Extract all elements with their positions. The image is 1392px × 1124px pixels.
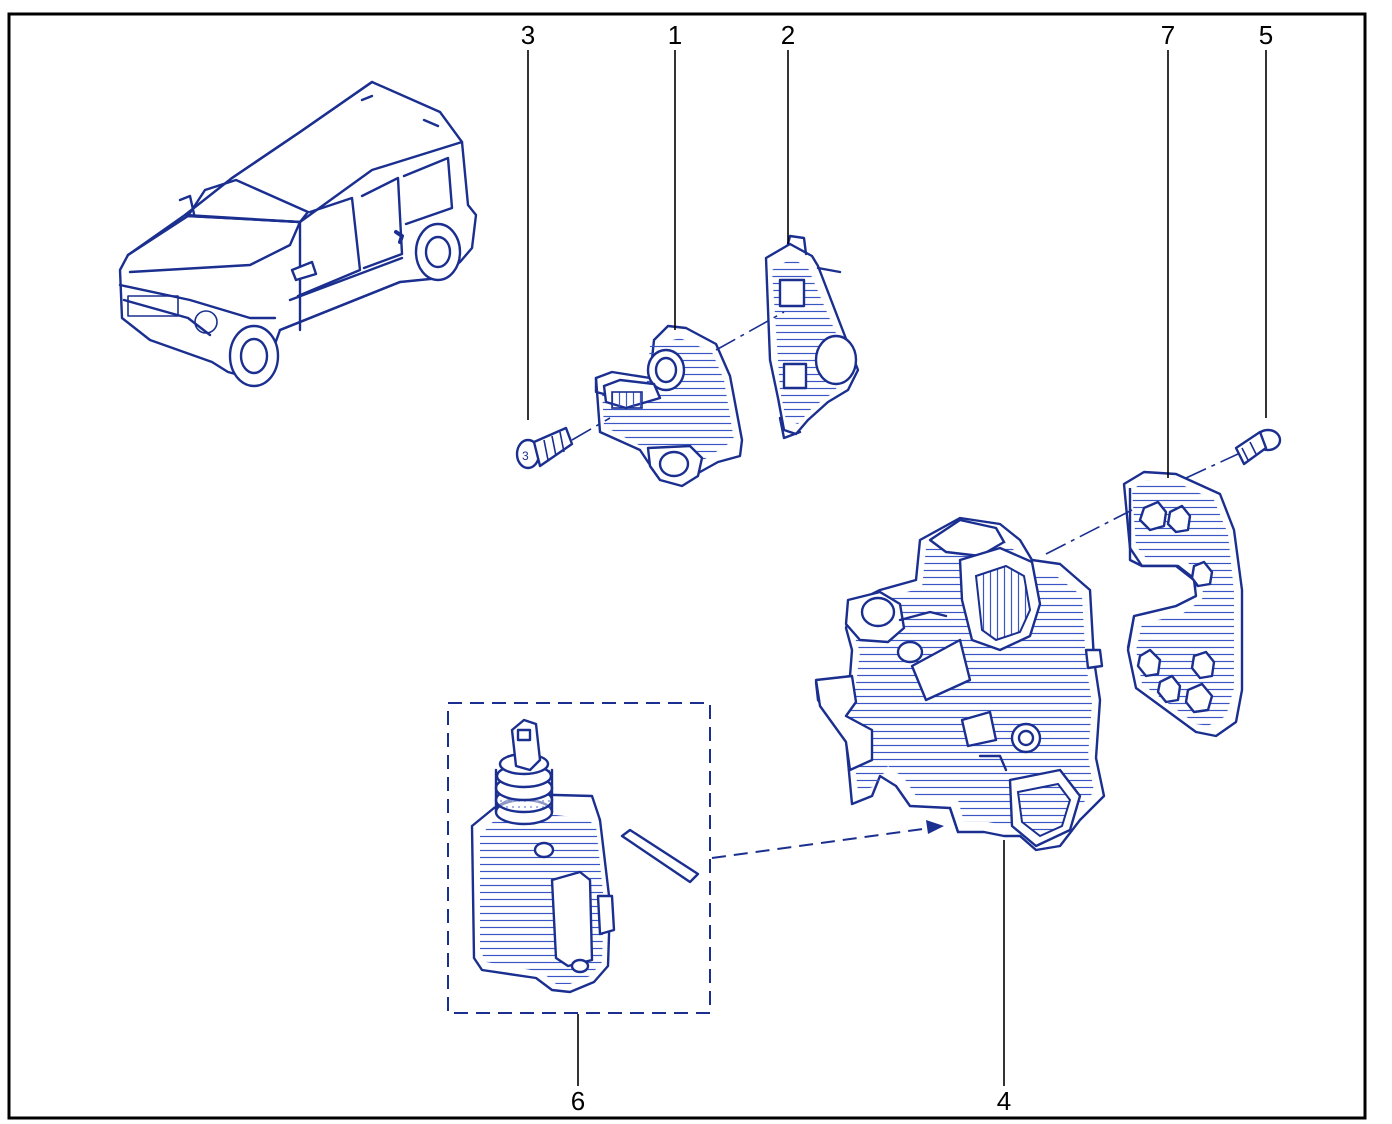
part-6-actuator — [447, 702, 711, 1014]
part-1-lock-housing — [594, 324, 744, 488]
part-2-mounting-plate — [764, 234, 860, 440]
callout-4: 4 — [997, 1086, 1011, 1116]
callout-5: 5 — [1259, 20, 1273, 50]
callout-2: 2 — [781, 20, 795, 50]
diagram-frame — [7, 12, 1367, 1120]
callout-labels: 3 1 2 7 5 6 4 — [521, 20, 1273, 1116]
assembly-lines — [571, 311, 1239, 859]
callout-1: 1 — [668, 20, 682, 50]
svg-text:3: 3 — [522, 449, 529, 463]
part-7-striker-plate — [1122, 470, 1244, 738]
callout-7: 7 — [1161, 20, 1175, 50]
callout-6: 6 — [571, 1086, 585, 1116]
callout-3: 3 — [521, 20, 535, 50]
part-5-screw — [1234, 428, 1282, 466]
part-3-screw: 3 — [515, 426, 574, 470]
leader-lines — [527, 50, 1267, 1086]
vehicle-illustration — [118, 80, 478, 388]
part-4-lock-mechanism — [814, 516, 1106, 852]
